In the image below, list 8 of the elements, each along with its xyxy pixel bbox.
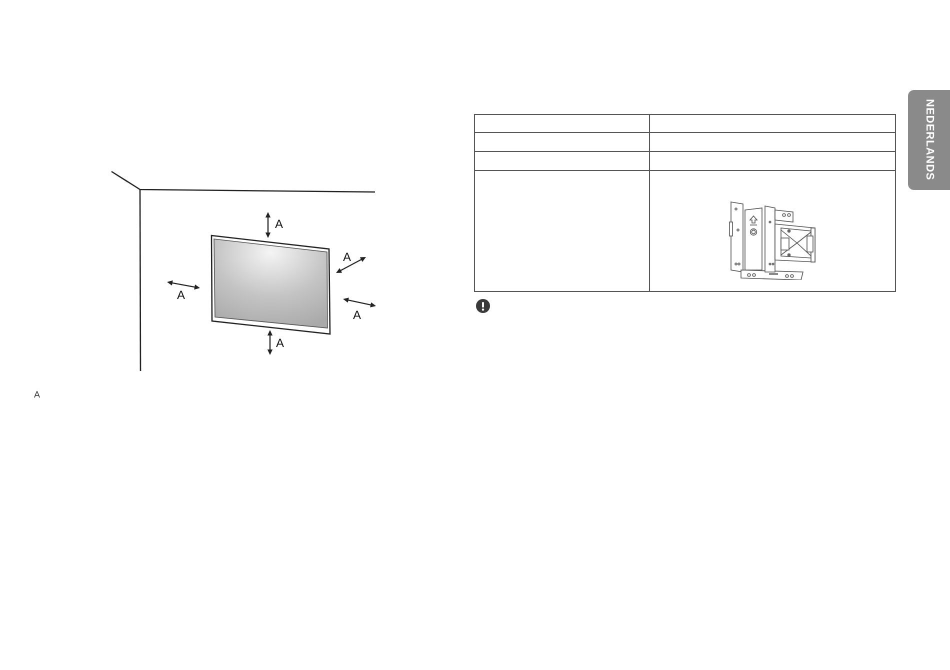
dimension-label: A <box>276 337 284 349</box>
language-label: NEDERLANDS <box>924 99 934 181</box>
language-tab <box>908 90 950 190</box>
dimension-label: A <box>353 309 361 321</box>
dimension-label: A <box>275 218 283 230</box>
dimension-label: A <box>343 251 351 263</box>
note-label: A <box>34 390 40 400</box>
dimension-label: A <box>177 289 185 301</box>
